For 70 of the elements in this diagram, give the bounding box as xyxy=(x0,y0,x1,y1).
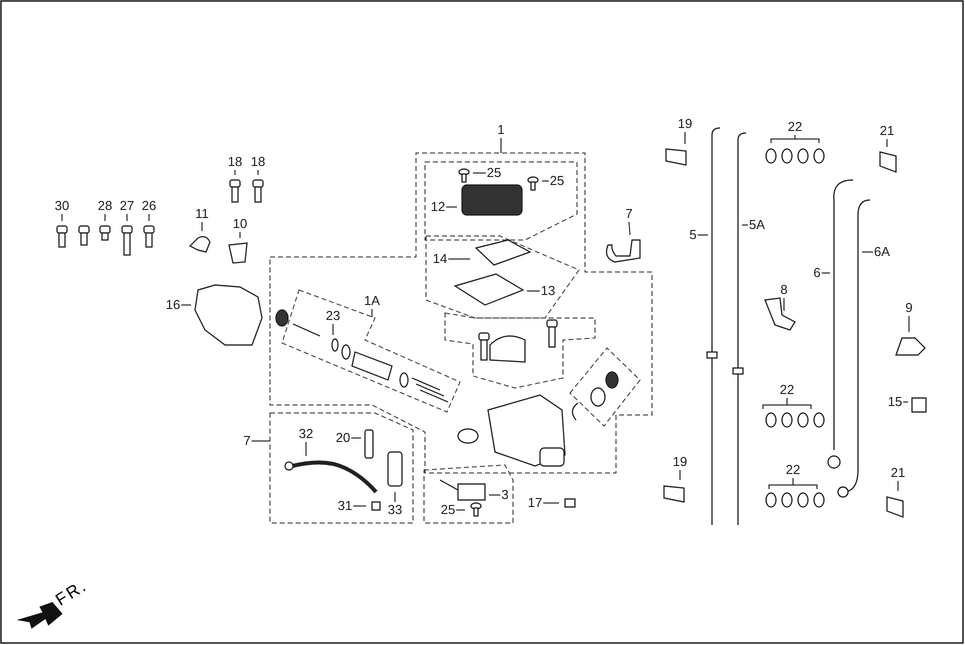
callout-number: 12 xyxy=(430,200,446,214)
leader-line xyxy=(448,258,470,260)
leader-line xyxy=(394,492,396,502)
callout-number: 22 xyxy=(780,383,794,397)
callout-number: 8 xyxy=(780,283,788,297)
leader-line xyxy=(148,214,150,222)
callout-number: 17 xyxy=(528,496,542,510)
callout-number: 5 xyxy=(689,228,697,242)
callout-number: 19 xyxy=(678,117,692,131)
callout-number: 25 xyxy=(550,174,564,188)
leader-line xyxy=(104,214,106,222)
callout-number: 20 xyxy=(336,431,350,445)
leader-line xyxy=(542,502,560,504)
leader-line xyxy=(886,138,888,148)
leader-line xyxy=(180,304,192,306)
callout-number: 26 xyxy=(142,199,156,213)
callout-number: 11 xyxy=(195,207,209,221)
leader-line xyxy=(488,494,501,496)
callout-number: 10 xyxy=(232,217,248,231)
callout-number: 14 xyxy=(432,252,448,266)
callout-number: 1 xyxy=(497,123,505,137)
leader-line xyxy=(446,206,458,208)
callout-number: 27 xyxy=(120,199,134,213)
callout-number: 18 xyxy=(228,155,242,169)
leader-line xyxy=(821,272,830,274)
leader-line xyxy=(500,138,502,154)
callout-number: 5A xyxy=(749,218,765,232)
leader-line xyxy=(908,316,910,332)
callout-number: 19 xyxy=(672,455,688,469)
leader-line xyxy=(770,134,820,144)
callout-number: 25 xyxy=(440,503,456,517)
callout-number: 30 xyxy=(54,199,70,213)
dashed-group-outline xyxy=(282,290,460,412)
leader-line xyxy=(684,132,686,144)
callout-number: 28 xyxy=(98,199,112,213)
dashed-group-outline xyxy=(270,413,413,523)
callout-number: 16 xyxy=(166,298,180,312)
leader-line xyxy=(526,290,540,292)
dashed-group-outline xyxy=(270,153,652,473)
callout-number: 7 xyxy=(625,207,633,221)
callout-number: 21 xyxy=(880,124,894,138)
callout-number: 22 xyxy=(786,463,800,477)
callout-number: 13 xyxy=(540,284,556,298)
leader-line xyxy=(332,324,334,336)
leader-line xyxy=(126,214,128,222)
callout-number: 21 xyxy=(890,466,906,480)
callout-number: 33 xyxy=(388,503,402,517)
callout-number: 6A xyxy=(874,245,890,259)
leader-line xyxy=(762,398,812,410)
leader-line xyxy=(472,172,486,174)
direction-label: FR. xyxy=(52,576,92,610)
leader-line xyxy=(697,234,708,236)
callout-number: 3 xyxy=(501,488,509,502)
callout-number: 9 xyxy=(905,301,913,315)
leader-line xyxy=(768,478,818,490)
callout-number: 25 xyxy=(486,166,502,180)
callout-number: 31 xyxy=(338,499,352,513)
leader-line xyxy=(251,440,270,442)
callout-number: 7 xyxy=(243,434,251,448)
callout-number: 23 xyxy=(326,309,340,323)
leader-line xyxy=(234,170,236,176)
callout-number: 15 xyxy=(888,395,902,409)
callout-number: 22 xyxy=(788,120,802,134)
callout-number: 6 xyxy=(813,266,821,280)
callout-number: 18 xyxy=(250,155,266,169)
leader-line xyxy=(542,180,550,182)
callout-number: 32 xyxy=(298,427,314,441)
leader-line xyxy=(628,222,630,236)
leader-line xyxy=(742,224,749,226)
callout-number: 1A xyxy=(364,294,380,308)
